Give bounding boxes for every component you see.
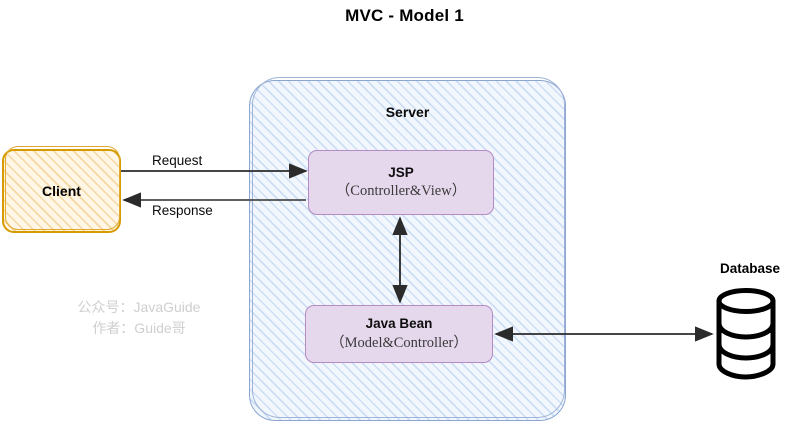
database-cylinder-icon xyxy=(712,288,792,388)
jsp-node-subtitle: （Controller&View） xyxy=(335,183,467,200)
database-label: Database xyxy=(719,261,781,276)
server-container xyxy=(249,80,566,421)
page-title: MVC - Model 1 xyxy=(345,6,464,25)
watermark: 公众号：JavaGuide 作者：Guide哥 xyxy=(44,297,234,339)
jsp-node-title: JSP xyxy=(388,164,414,180)
client-label: Client xyxy=(42,183,81,199)
response-edge-label: Response xyxy=(152,203,213,218)
watermark-line-2: 作者：Guide哥 xyxy=(92,320,186,336)
java-bean-node-subtitle: （Model&Controller） xyxy=(330,334,468,351)
watermark-line-1: 公众号：JavaGuide xyxy=(77,299,201,315)
client-node[interactable] xyxy=(2,149,121,233)
jsp-node[interactable]: JSP （Controller&View） xyxy=(308,150,494,215)
server-label: Server xyxy=(385,104,430,120)
java-bean-node-title: Java Bean xyxy=(365,316,433,331)
request-edge-label: Request xyxy=(152,153,203,168)
java-bean-node[interactable]: Java Bean （Model&Controller） xyxy=(305,305,493,363)
